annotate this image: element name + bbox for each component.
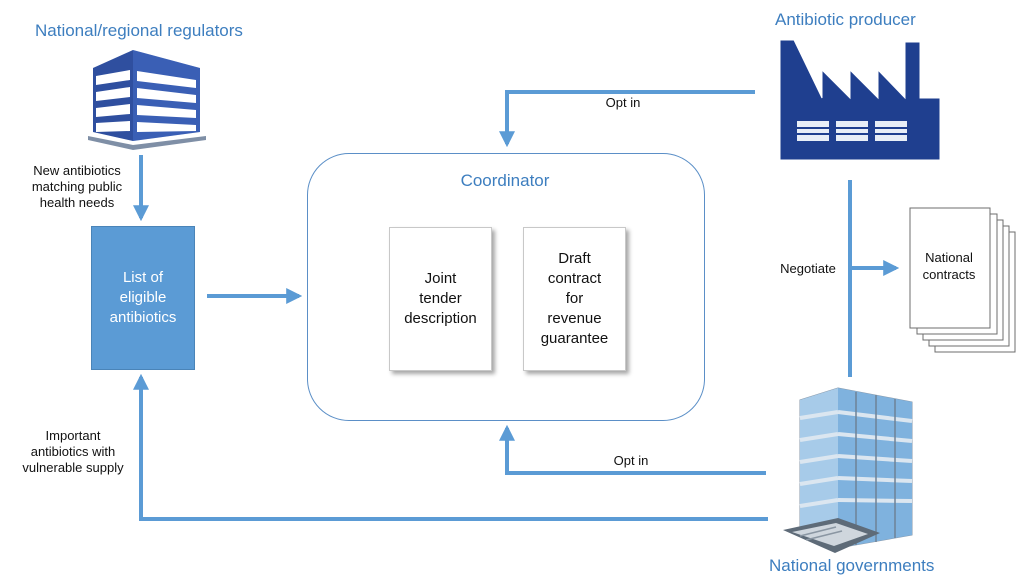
coordinator-title: Coordinator bbox=[460, 171, 550, 190]
important-antibiotics-label: Important antibiotics with vulnerable su… bbox=[22, 428, 124, 475]
regulators-title: National/regional regulators bbox=[35, 21, 243, 40]
arrow-governments-opt-in bbox=[499, 424, 766, 475]
coordinator-box bbox=[307, 153, 705, 421]
opt-in-governments-label: Opt in bbox=[613, 453, 649, 468]
opt-in-producer-label: Opt in bbox=[605, 95, 641, 110]
producer-title: Antibiotic producer bbox=[775, 10, 916, 29]
eligible-antibiotics-box: List of eligible antibiotics bbox=[91, 226, 195, 370]
joint-tender-document: Joint tender description bbox=[389, 227, 492, 371]
skyscraper-icon bbox=[783, 387, 913, 553]
national-contracts-label: National contracts bbox=[922, 250, 976, 282]
document-stack-icon bbox=[909, 207, 1016, 353]
governments-title: National governments bbox=[769, 556, 935, 575]
negotiate-label: Negotiate bbox=[780, 261, 836, 276]
draft-contract-document: Draft contract for revenue guarantee bbox=[523, 227, 626, 371]
office-building-icon bbox=[88, 50, 206, 150]
arrow-producer-opt-in bbox=[499, 90, 755, 148]
factory-icon bbox=[779, 39, 941, 161]
arrow-governments-to-list bbox=[133, 373, 768, 521]
new-antibiotics-label: New antibiotics matching public health n… bbox=[31, 163, 123, 210]
